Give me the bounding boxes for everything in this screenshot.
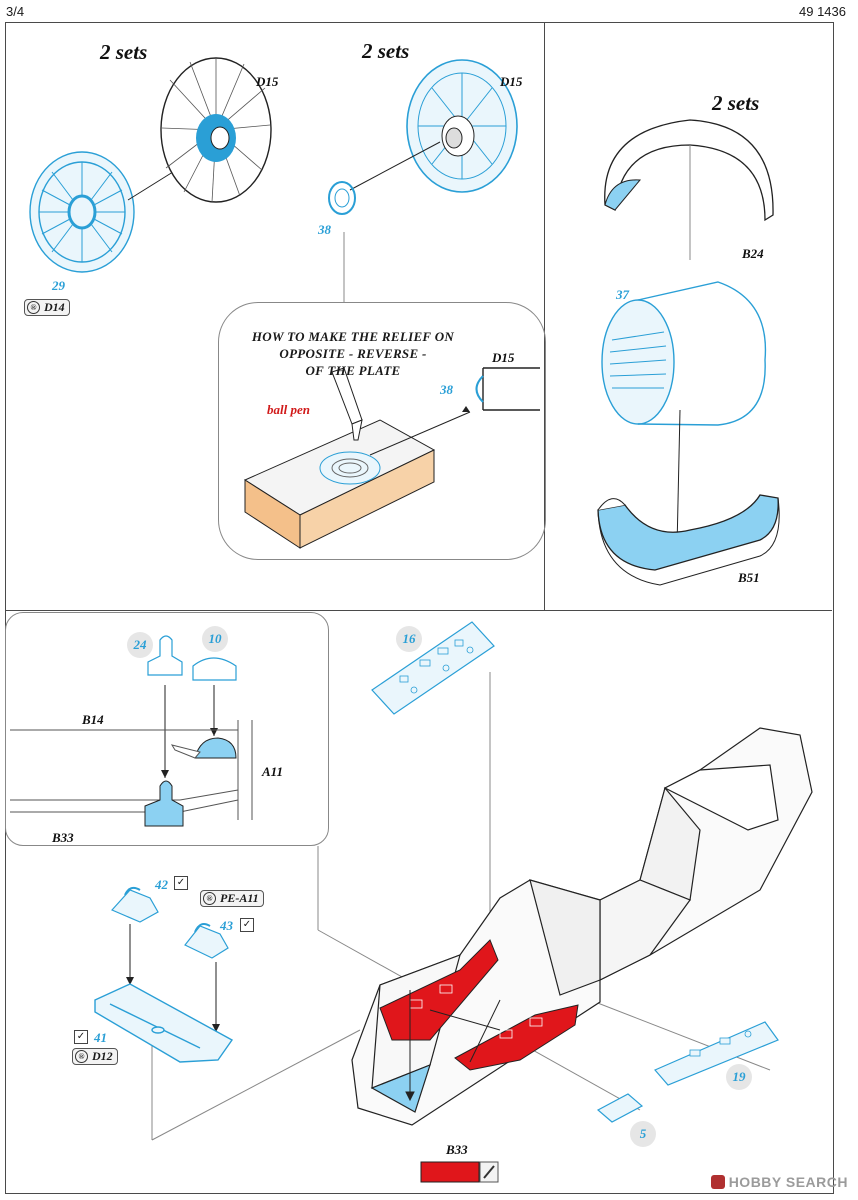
part-tag-pe-a11: ® PE-A11 bbox=[200, 890, 264, 907]
howto-line-1: HOW TO MAKE THE RELIEF ON bbox=[251, 329, 455, 344]
pe-part-43 bbox=[184, 923, 229, 959]
part-label-b33-inset: B33 bbox=[52, 830, 74, 845]
pe-number-29: 29 bbox=[52, 278, 65, 293]
brush-icon bbox=[479, 1161, 499, 1183]
pe-liner-37 bbox=[601, 281, 767, 426]
turbine-d15-right bbox=[406, 59, 518, 193]
pe-frame-41 bbox=[94, 983, 234, 1063]
pe-number-24: 24 bbox=[127, 632, 153, 658]
remove-icon: ® bbox=[27, 301, 40, 314]
part-label-d15-detail: D15 bbox=[492, 350, 515, 365]
pe-part-10 bbox=[192, 657, 237, 681]
page-number: 3/4 bbox=[6, 4, 25, 19]
sets-label-middle: 2 sets bbox=[362, 39, 410, 63]
check-icon: ✓ bbox=[74, 1030, 88, 1044]
pe-wheel-29 bbox=[29, 151, 135, 273]
pe-number-19: 19 bbox=[726, 1064, 752, 1090]
howto-line-2: OPPOSITE - REVERSE - bbox=[279, 346, 427, 361]
part-tag-d12-text: D12 bbox=[92, 1049, 113, 1063]
exhaust-half-b51 bbox=[597, 494, 780, 586]
outer-frame bbox=[5, 22, 834, 1194]
part-tag-d14-text: D14 bbox=[44, 300, 65, 314]
part-label-b33: B33 bbox=[446, 1142, 468, 1157]
watermark: HOBBY SEARCH bbox=[710, 1174, 848, 1190]
part-label-b14: B14 bbox=[82, 712, 104, 727]
d15-section-detail bbox=[475, 367, 540, 411]
part-label-b51: B51 bbox=[738, 570, 760, 585]
part-label-a11: A11 bbox=[262, 764, 283, 779]
sets-label-right: 2 sets bbox=[712, 91, 760, 115]
pe-ring-38 bbox=[328, 181, 356, 215]
ball-pen-label: ball pen bbox=[267, 402, 310, 417]
part-tag-pe-a11-text: PE-A11 bbox=[220, 891, 259, 905]
part-label-d15-right: D15 bbox=[500, 74, 523, 89]
check-icon: ✓ bbox=[240, 918, 254, 932]
kit-code: 49 1436 bbox=[799, 4, 846, 19]
pe-number-16: 16 bbox=[396, 626, 422, 652]
pe-number-38: 38 bbox=[318, 222, 331, 237]
pe-part-16 bbox=[371, 621, 495, 715]
relief-instruction-inset bbox=[218, 302, 546, 560]
pe-part-24 bbox=[147, 635, 183, 676]
howto-line-3: OF THE PLATE bbox=[305, 363, 401, 378]
pe-number-42: 42 bbox=[155, 877, 168, 892]
panel-divider-horizontal bbox=[5, 610, 832, 611]
part-tag-d12: ® D12 bbox=[72, 1048, 118, 1065]
remove-icon: ® bbox=[75, 1050, 88, 1063]
cockpit-detail-inset bbox=[5, 612, 329, 846]
watermark-text: HOBBY SEARCH bbox=[728, 1174, 848, 1190]
pe-number-10: 10 bbox=[202, 626, 228, 652]
hobby-search-logo-icon bbox=[710, 1175, 725, 1189]
pe-number-38-detail: 38 bbox=[440, 382, 453, 397]
ball-pen-drawing bbox=[331, 367, 363, 441]
pe-part-42 bbox=[110, 886, 159, 923]
panel-divider-vertical bbox=[544, 22, 545, 610]
turbine-d15-left bbox=[160, 57, 272, 203]
relief-instructions: HOW TO MAKE THE RELIEF ON OPPOSITE - REV… bbox=[228, 328, 478, 379]
pe-number-41: 41 bbox=[94, 1030, 107, 1045]
part-label-d15-left: D15 bbox=[256, 74, 279, 89]
part-label-b24: B24 bbox=[742, 246, 764, 261]
cowling-b24 bbox=[604, 119, 774, 260]
pe-part-19 bbox=[654, 1021, 779, 1086]
color-swatch-red bbox=[420, 1161, 480, 1183]
pe-part-5 bbox=[596, 1093, 644, 1123]
pe-number-37: 37 bbox=[616, 287, 629, 302]
remove-icon: ® bbox=[203, 892, 216, 905]
work-block bbox=[243, 419, 436, 549]
check-icon: ✓ bbox=[174, 876, 188, 890]
pe-number-43: 43 bbox=[220, 918, 233, 933]
part-tag-d14: ® D14 bbox=[24, 299, 70, 316]
sets-label-left: 2 sets bbox=[100, 40, 148, 64]
pe-number-5: 5 bbox=[630, 1121, 656, 1147]
